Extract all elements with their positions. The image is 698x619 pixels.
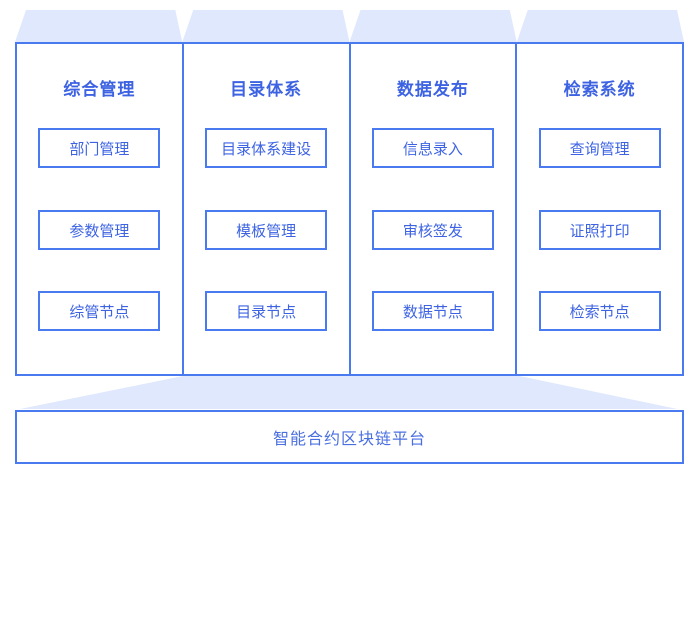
column-lids — [15, 10, 684, 42]
module-box: 参数管理 — [38, 210, 161, 250]
column-title: 数据发布 — [396, 80, 469, 100]
module-box: 部门管理 — [38, 128, 161, 168]
column-directory-system: 目录体系 目录体系建设 模板管理 目录节点 — [181, 42, 351, 376]
module-box: 数据节点 — [371, 291, 494, 331]
platform-label: 智能合约区块链平台 — [272, 429, 426, 448]
module-box: 目录体系建设 — [205, 128, 328, 168]
module-box: 目录节点 — [205, 291, 328, 331]
lid-trapezoid — [182, 10, 349, 42]
column-comprehensive-management: 综合管理 部门管理 参数管理 综管节点 — [15, 42, 184, 376]
funnel-connector — [20, 376, 678, 409]
lid-trapezoid — [350, 10, 517, 42]
module-box: 审核签发 — [371, 210, 494, 250]
column-data-publishing: 数据发布 信息录入 审核签发 数据节点 — [348, 42, 518, 376]
column-title: 检索系统 — [563, 80, 636, 100]
blockchain-platform-bar: 智能合约区块链平台 — [15, 410, 684, 464]
column-title: 综合管理 — [63, 80, 136, 100]
column-retrieval-system: 检索系统 查询管理 证照打印 检索节点 — [515, 42, 684, 376]
module-box: 模板管理 — [205, 210, 328, 250]
lid-trapezoid — [15, 10, 182, 42]
column-title: 目录体系 — [230, 80, 303, 100]
module-box: 证照打印 — [538, 210, 661, 250]
lid-trapezoid — [517, 10, 684, 42]
module-box: 查询管理 — [538, 128, 661, 168]
module-box: 检索节点 — [538, 291, 661, 331]
module-box: 综管节点 — [38, 291, 161, 331]
module-box: 信息录入 — [371, 128, 494, 168]
system-columns: 综合管理 部门管理 参数管理 综管节点 目录体系 目录体系建设 模板管理 目录节… — [15, 42, 684, 376]
